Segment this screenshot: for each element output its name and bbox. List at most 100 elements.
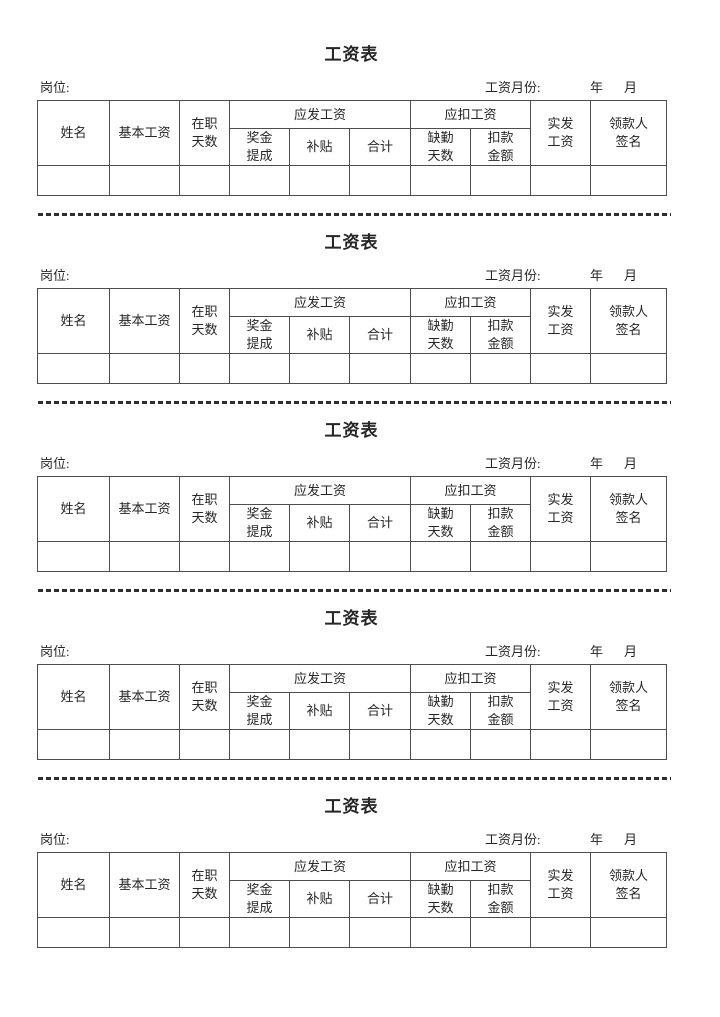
header-days-line2: 天数 [191, 698, 218, 713]
month-label: 月 [624, 456, 638, 471]
header-absent-days: 缺勤 天数 [410, 128, 471, 166]
cell-deduction-amount [469, 353, 532, 384]
header-bonus-line2: 提成 [246, 712, 273, 727]
table-row [37, 541, 668, 572]
header-net-line2: 工资 [547, 698, 574, 713]
header-absent-line1: 缺勤 [427, 130, 454, 145]
header-name: 姓名 [37, 664, 110, 730]
header-base-salary: 基本工资 [109, 288, 180, 354]
cell-name [37, 165, 110, 196]
position-label: 岗位: [40, 644, 70, 659]
cell-total [349, 353, 411, 384]
cell-absent-days [410, 729, 471, 760]
header-net-salary: 实发 工资 [530, 100, 592, 166]
payroll-table: 姓名 基本工资 在职 天数 应发工资 应扣工资 实发 工资 领款人 签名 [37, 100, 668, 196]
month-label: 月 [624, 268, 638, 283]
header-payee-line1: 领款人 [609, 304, 649, 319]
cell-bonus-commission [229, 353, 290, 384]
header-deduct-line2: 金额 [487, 148, 514, 163]
header-payable-group: 应发工资 [229, 852, 411, 881]
meta-row: 岗位: 工资月份: 年 月 [37, 831, 666, 849]
payroll-table: 姓名 基本工资 在职 天数 应发工资 应扣工资 实发 工资 领款人 签名 [37, 664, 668, 760]
payroll-table: 姓名 基本工资 在职 天数 应发工资 应扣工资 实发 工资 领款人 签名 [37, 852, 668, 948]
header-deduction-group: 应扣工资 [409, 852, 532, 881]
header-name: 姓名 [37, 852, 110, 918]
cell-name [37, 729, 110, 760]
header-deduction-amount: 扣款 金额 [469, 504, 532, 542]
header-bonus-line2: 提成 [246, 336, 273, 351]
header-days-line2: 天数 [191, 134, 218, 149]
meta-row: 岗位: 工资月份: 年 月 [37, 455, 666, 473]
header-days-line2: 天数 [191, 886, 218, 901]
header-deduct-line2: 金额 [487, 712, 514, 727]
header-payee-signature: 领款人 签名 [590, 288, 668, 354]
header-subsidy: 补贴 [289, 316, 350, 354]
cell-base-salary [109, 353, 180, 384]
position-label: 岗位: [40, 268, 70, 283]
header-deduction-amount: 扣款 金额 [469, 880, 532, 918]
cell-days-employed [179, 729, 230, 760]
header-deduct-line2: 金额 [487, 336, 514, 351]
header-net-salary: 实发 工资 [530, 288, 592, 354]
header-net-line2: 工资 [547, 886, 574, 901]
section-title: 工资表 [324, 609, 379, 628]
header-days-line1: 在职 [191, 304, 218, 319]
header-payable-group: 应发工资 [229, 476, 411, 505]
cell-days-employed [179, 165, 230, 196]
cell-name [37, 917, 110, 948]
salary-month-label: 工资月份: [485, 644, 541, 659]
year-label: 年 [590, 644, 604, 659]
header-absent-line1: 缺勤 [427, 506, 454, 521]
header-payee-line2: 签名 [615, 698, 642, 713]
header-deduction-amount: 扣款 金额 [469, 128, 532, 166]
payroll-form-section: 工资表 岗位: 工资月份: 年 月 姓名 基本工资 在职 天数 [37, 230, 671, 404]
payroll-form-section: 工资表 岗位: 工资月份: 年 月 姓名 基本工资 在职 天数 [37, 418, 671, 592]
cell-deduction-amount [469, 917, 532, 948]
cell-base-salary [109, 917, 180, 948]
cell-payee-signature [590, 165, 668, 196]
header-deduct-line1: 扣款 [487, 882, 514, 897]
header-deduction-amount: 扣款 金额 [469, 316, 532, 354]
header-payee-line1: 领款人 [609, 116, 649, 131]
cell-absent-days [410, 917, 471, 948]
cell-bonus-commission [229, 541, 290, 572]
salary-month-label: 工资月份: [485, 268, 541, 283]
cell-subsidy [289, 541, 350, 572]
header-absent-line2: 天数 [427, 900, 454, 915]
cell-payee-signature [590, 541, 668, 572]
header-payable-group: 应发工资 [229, 100, 411, 129]
cell-net-salary [530, 917, 592, 948]
cell-subsidy [289, 917, 350, 948]
header-bonus-line1: 奖金 [246, 694, 273, 709]
header-deduct-line1: 扣款 [487, 130, 514, 145]
cell-total [349, 165, 411, 196]
cell-subsidy [289, 729, 350, 760]
header-days-line1: 在职 [191, 492, 218, 507]
header-total: 合计 [349, 880, 411, 918]
section-title: 工资表 [324, 797, 379, 816]
section-title: 工资表 [324, 45, 379, 64]
dashed-separator [38, 213, 671, 216]
header-net-line1: 实发 [547, 304, 574, 319]
header-payee-line2: 签名 [615, 134, 642, 149]
cell-total [349, 541, 411, 572]
meta-row: 岗位: 工资月份: 年 月 [37, 79, 666, 97]
position-label: 岗位: [40, 80, 70, 95]
header-payee-signature: 领款人 签名 [590, 852, 668, 918]
header-days-line2: 天数 [191, 510, 218, 525]
header-payee-signature: 领款人 签名 [590, 476, 668, 542]
salary-month-label: 工资月份: [485, 80, 541, 95]
cell-net-salary [530, 541, 592, 572]
cell-absent-days [410, 353, 471, 384]
header-days-employed: 在职 天数 [179, 852, 230, 918]
cell-base-salary [109, 729, 180, 760]
cell-total [349, 729, 411, 760]
header-net-line1: 实发 [547, 492, 574, 507]
header-days-employed: 在职 天数 [179, 476, 230, 542]
cell-payee-signature [590, 729, 668, 760]
table-row [37, 917, 668, 948]
header-name: 姓名 [37, 100, 110, 166]
header-deduct-line1: 扣款 [487, 318, 514, 333]
payroll-form-section: 工资表 岗位: 工资月份: 年 月 姓名 基本工资 在职 天数 [37, 42, 671, 216]
table-row [37, 165, 668, 196]
